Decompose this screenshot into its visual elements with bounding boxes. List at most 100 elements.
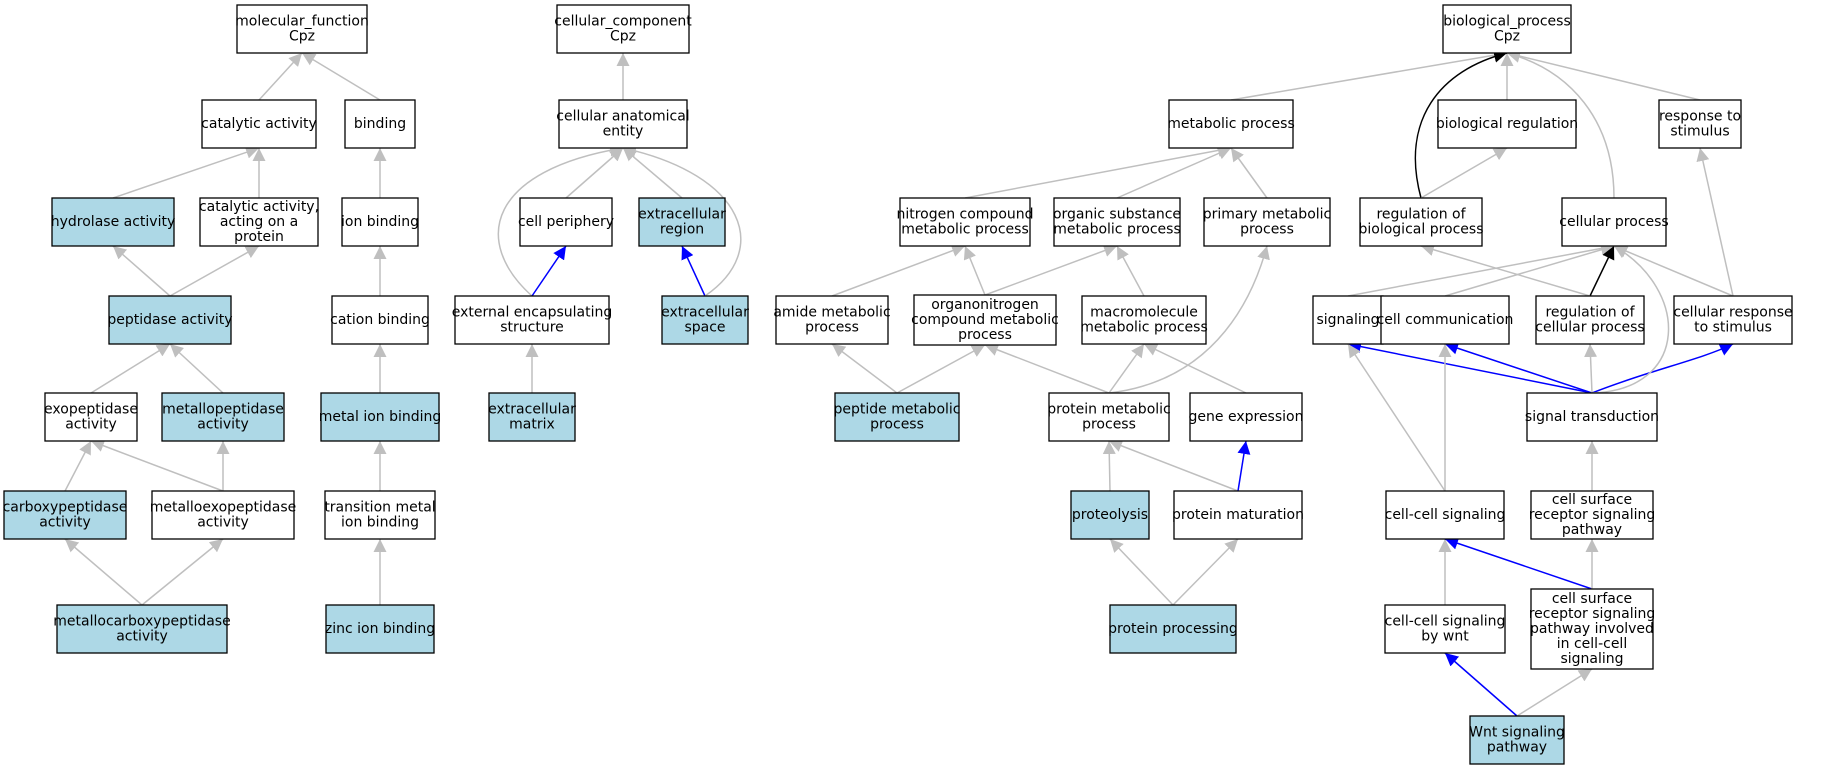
node-box[interactable] bbox=[1109, 604, 1237, 654]
node-signaling[interactable]: signaling bbox=[1312, 295, 1384, 345]
node-box[interactable] bbox=[1359, 197, 1483, 247]
node-ion-binding[interactable]: ion binding bbox=[341, 197, 419, 247]
node-box[interactable] bbox=[51, 197, 175, 247]
node-box[interactable] bbox=[3, 490, 127, 540]
node-box[interactable] bbox=[488, 392, 576, 442]
node-box[interactable] bbox=[454, 295, 610, 345]
node-catalytic[interactable]: catalytic activity bbox=[201, 99, 317, 149]
node-box[interactable] bbox=[44, 392, 138, 442]
node-box[interactable] bbox=[320, 392, 440, 442]
node-box[interactable] bbox=[1530, 490, 1654, 540]
node-protein-mat[interactable]: protein maturation bbox=[1172, 490, 1304, 540]
node-box[interactable] bbox=[161, 392, 285, 442]
node-box[interactable] bbox=[151, 490, 295, 540]
node-bio-reg[interactable]: biological regulation bbox=[1436, 99, 1578, 149]
node-box[interactable] bbox=[236, 4, 368, 54]
node-box[interactable] bbox=[1173, 490, 1303, 540]
node-box[interactable] bbox=[775, 295, 889, 345]
node-box[interactable] bbox=[1385, 490, 1505, 540]
node-box[interactable] bbox=[1658, 99, 1742, 149]
node-box[interactable] bbox=[1535, 295, 1645, 345]
node-box[interactable] bbox=[1312, 295, 1384, 345]
node-cell-periphery[interactable]: cell periphery bbox=[518, 197, 614, 247]
node-box[interactable] bbox=[344, 99, 416, 149]
node-box[interactable] bbox=[331, 295, 429, 345]
node-box[interactable] bbox=[1526, 392, 1658, 442]
node-box[interactable] bbox=[661, 295, 749, 345]
node-box[interactable] bbox=[1673, 295, 1793, 345]
node-binding[interactable]: binding bbox=[344, 99, 416, 149]
node-peptidase[interactable]: peptidase activity bbox=[107, 295, 233, 345]
node-cell-comm[interactable]: cell communication bbox=[1377, 295, 1514, 345]
node-hydrolase[interactable]: hydrolase activity bbox=[51, 197, 176, 247]
node-box[interactable] bbox=[1081, 295, 1207, 345]
node-box[interactable] bbox=[1442, 4, 1572, 54]
node-zinc[interactable]: zinc ion binding bbox=[325, 604, 435, 654]
node-cation-binding[interactable]: cation binding bbox=[330, 295, 430, 345]
node-protein-proc[interactable]: protein processing bbox=[1108, 604, 1238, 654]
node-metabolic[interactable]: metabolic process bbox=[1167, 99, 1295, 149]
node-box[interactable] bbox=[324, 490, 436, 540]
node-box[interactable] bbox=[108, 295, 232, 345]
node-box[interactable] bbox=[1437, 99, 1577, 149]
node-box[interactable] bbox=[558, 99, 688, 149]
node-box[interactable] bbox=[1053, 197, 1181, 247]
node-box[interactable] bbox=[913, 294, 1057, 346]
node-box[interactable] bbox=[201, 99, 317, 149]
node-box[interactable] bbox=[519, 197, 613, 247]
node-box[interactable] bbox=[638, 197, 726, 247]
node-box[interactable] bbox=[1203, 197, 1331, 247]
node-cell-cell-sig[interactable]: cell-cell signaling bbox=[1385, 490, 1506, 540]
node-box[interactable] bbox=[1530, 588, 1654, 670]
node-signal-trans[interactable]: signal transduction bbox=[1525, 392, 1659, 442]
node-box[interactable] bbox=[1048, 392, 1170, 442]
node-box[interactable] bbox=[1469, 715, 1565, 765]
node-gene-expr[interactable]: gene expression bbox=[1189, 392, 1304, 442]
node-box[interactable] bbox=[1384, 604, 1506, 654]
node-metal-ion[interactable]: metal ion binding bbox=[319, 392, 442, 442]
node-box[interactable] bbox=[556, 4, 690, 54]
node-box[interactable] bbox=[341, 197, 419, 247]
node-box[interactable] bbox=[1168, 99, 1294, 149]
node-box[interactable] bbox=[899, 197, 1031, 247]
node-box[interactable] bbox=[1189, 392, 1303, 442]
node-box[interactable] bbox=[1380, 295, 1510, 345]
node-box[interactable] bbox=[199, 197, 319, 247]
node-box[interactable] bbox=[56, 604, 228, 654]
node-box[interactable] bbox=[834, 392, 960, 442]
node-box[interactable] bbox=[1561, 197, 1667, 247]
node-cellular-process[interactable]: cellular process bbox=[1559, 197, 1669, 247]
node-proteolysis[interactable]: proteolysis bbox=[1070, 490, 1150, 540]
